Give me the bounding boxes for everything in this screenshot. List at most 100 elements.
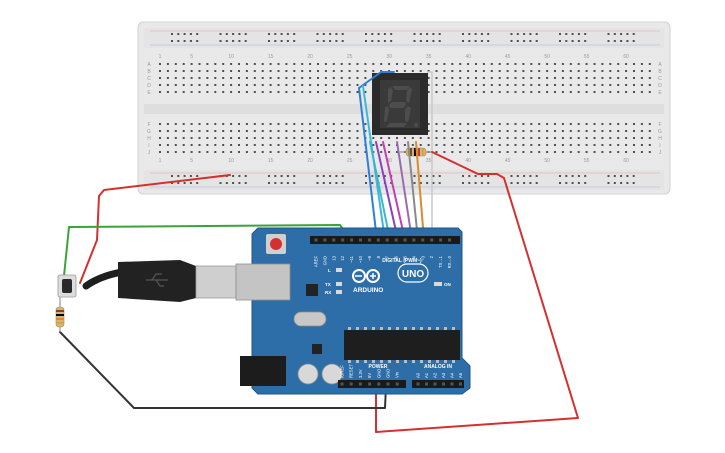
breadboard-hole[interactable] — [301, 91, 304, 93]
breadboard-hole[interactable] — [538, 123, 541, 125]
breadboard-hole[interactable] — [301, 84, 304, 86]
button-cap[interactable] — [62, 279, 72, 293]
breadboard-hole[interactable] — [166, 137, 169, 139]
rail-hole[interactable] — [426, 40, 429, 42]
breadboard-hole[interactable] — [577, 63, 580, 65]
breadboard-hole[interactable] — [459, 130, 462, 132]
breadboard-hole[interactable] — [427, 123, 430, 125]
rail-hole[interactable] — [365, 40, 367, 42]
rail-hole[interactable] — [390, 33, 393, 35]
rail-hole[interactable] — [632, 182, 635, 184]
power-pin-hole[interactable] — [386, 382, 390, 386]
breadboard-hole[interactable] — [617, 84, 620, 86]
breadboard-hole[interactable] — [198, 63, 201, 65]
breadboard-hole[interactable] — [648, 130, 651, 132]
breadboard-hole[interactable] — [348, 91, 351, 93]
breadboard-hole[interactable] — [301, 77, 304, 79]
rail-hole[interactable] — [462, 182, 464, 184]
breadboard-hole[interactable] — [253, 63, 256, 65]
breadboard-hole[interactable] — [561, 144, 564, 146]
breadboard-hole[interactable] — [245, 130, 248, 132]
rail-hole[interactable] — [432, 182, 435, 184]
rail-hole[interactable] — [626, 33, 629, 35]
breadboard-hole[interactable] — [159, 144, 161, 146]
breadboard-hole[interactable] — [490, 63, 493, 65]
breadboard-hole[interactable] — [269, 91, 272, 93]
breadboard-hole[interactable] — [317, 130, 319, 132]
breadboard-hole[interactable] — [245, 144, 248, 146]
breadboard-hole[interactable] — [269, 151, 272, 153]
breadboard-hole[interactable] — [640, 130, 643, 132]
breadboard-hole[interactable] — [530, 70, 533, 72]
breadboard-hole[interactable] — [435, 91, 438, 93]
rail-hole[interactable] — [620, 33, 623, 35]
breadboard-hole[interactable] — [585, 63, 588, 65]
breadboard-hole[interactable] — [380, 144, 383, 146]
breadboard-hole[interactable] — [443, 130, 446, 132]
breadboard-hole[interactable] — [569, 137, 572, 139]
breadboard-hole[interactable] — [348, 70, 351, 72]
breadboard-hole[interactable] — [633, 151, 635, 153]
breadboard-hole[interactable] — [546, 144, 549, 146]
breadboard-hole[interactable] — [253, 137, 256, 139]
breadboard-hole[interactable] — [585, 137, 588, 139]
breadboard-hole[interactable] — [396, 151, 398, 153]
wire-purple-pin[interactable] — [375, 141, 399, 241]
breadboard-hole[interactable] — [443, 91, 446, 93]
breadboard-hole[interactable] — [625, 91, 628, 93]
breadboard-hole[interactable] — [277, 84, 280, 86]
breadboard-hole[interactable] — [364, 63, 367, 65]
breadboard-hole[interactable] — [609, 137, 612, 139]
breadboard-hole[interactable] — [609, 91, 612, 93]
breadboard-hole[interactable] — [372, 144, 375, 146]
rail-hole[interactable] — [274, 182, 277, 184]
rail-hole[interactable] — [584, 40, 587, 42]
breadboard-hole[interactable] — [198, 77, 201, 79]
breadboard-hole[interactable] — [182, 151, 185, 153]
breadboard-hole[interactable] — [648, 123, 651, 125]
breadboard-hole[interactable] — [238, 84, 240, 86]
rail-hole[interactable] — [438, 175, 441, 177]
breadboard-hole[interactable] — [190, 63, 193, 65]
breadboard-hole[interactable] — [356, 123, 359, 125]
breadboard-hole[interactable] — [159, 151, 161, 153]
breadboard-hole[interactable] — [159, 84, 161, 86]
breadboard-hole[interactable] — [569, 144, 572, 146]
breadboard-hole[interactable] — [482, 91, 485, 93]
breadboard-hole[interactable] — [230, 70, 233, 72]
breadboard-hole[interactable] — [561, 137, 564, 139]
breadboard-hole[interactable] — [443, 144, 446, 146]
rail-hole[interactable] — [322, 182, 325, 184]
breadboard-hole[interactable] — [277, 123, 280, 125]
breadboard-hole[interactable] — [198, 144, 201, 146]
rail-hole[interactable] — [196, 33, 199, 35]
breadboard-hole[interactable] — [625, 63, 628, 65]
rail-hole[interactable] — [419, 182, 422, 184]
breadboard-hole[interactable] — [190, 144, 193, 146]
rail-hole[interactable] — [183, 40, 186, 42]
rail-hole[interactable] — [171, 175, 173, 177]
rail-hole[interactable] — [371, 175, 374, 177]
rail-hole[interactable] — [523, 182, 526, 184]
breadboard-hole[interactable] — [538, 144, 541, 146]
breadboard-hole[interactable] — [285, 70, 288, 72]
rail-hole[interactable] — [632, 40, 635, 42]
rail-hole[interactable] — [316, 182, 319, 184]
breadboard-hole[interactable] — [245, 137, 248, 139]
breadboard-hole[interactable] — [459, 91, 462, 93]
breadboard-hole[interactable] — [640, 91, 643, 93]
breadboard-hole[interactable] — [633, 84, 635, 86]
breadboard-hole[interactable] — [332, 84, 335, 86]
breadboard-hole[interactable] — [230, 123, 233, 125]
breadboard-hole[interactable] — [443, 123, 446, 125]
rail-hole[interactable] — [426, 175, 429, 177]
breadboard-hole[interactable] — [174, 63, 177, 65]
breadboard-hole[interactable] — [285, 91, 288, 93]
rail-hole[interactable] — [559, 33, 561, 35]
breadboard-hole[interactable] — [285, 77, 288, 79]
wire-black-gnd[interactable] — [59, 331, 387, 409]
breadboard-hole[interactable] — [309, 137, 312, 139]
breadboard-hole[interactable] — [277, 77, 280, 79]
breadboard-hole[interactable] — [222, 137, 225, 139]
rail-hole[interactable] — [535, 182, 538, 184]
